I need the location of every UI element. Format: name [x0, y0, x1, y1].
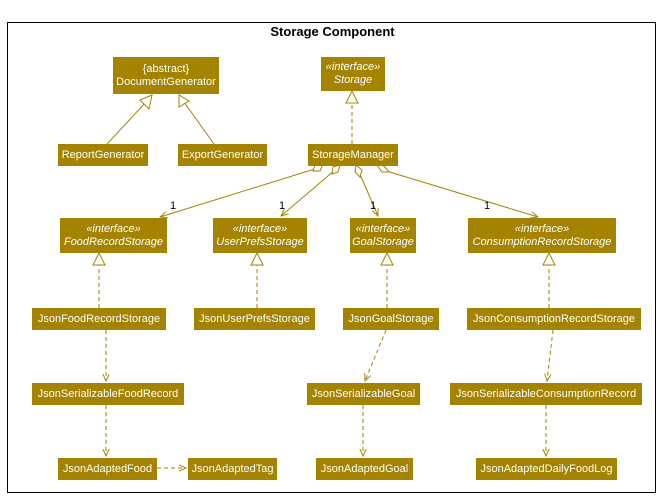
edge-manager-goal: [358, 171, 378, 216]
stereotype: «interface»: [514, 222, 570, 235]
edge-export-extends-document: [183, 101, 215, 145]
stereotype: «interface»: [86, 222, 141, 235]
class-name: JsonConsumptionRecordStorage: [472, 312, 636, 325]
aggregation-diamond-goal: [354, 164, 363, 178]
class-report-generator[interactable]: ReportGenerator: [58, 144, 148, 166]
edge-manager-foodrecord: [160, 167, 319, 217]
class-name: StorageManager: [312, 148, 394, 161]
class-json-serializable-food-record[interactable]: JsonSerializableFoodRecord: [32, 383, 184, 405]
edge-manager-userprefs: [281, 169, 336, 216]
multiplicity-consumption: 1: [484, 200, 490, 212]
class-name: JsonAdaptedDailyFoodLog: [480, 462, 613, 475]
class-json-adapted-daily-food-log[interactable]: JsonAdaptedDailyFoodLog: [476, 458, 617, 480]
class-name: ReportGenerator: [61, 148, 145, 161]
hollow-triangle-document-right: [178, 94, 190, 108]
class-json-adapted-goal[interactable]: JsonAdaptedGoal: [316, 458, 413, 480]
edge-report-extends-document: [106, 101, 147, 145]
stereotype: «interface»: [232, 222, 288, 235]
aggregation-diamond-userprefs: [331, 164, 341, 175]
interface-storage[interactable]: «interface» Storage: [321, 57, 385, 91]
interface-name: Storage: [333, 74, 373, 86]
class-json-food-record-storage[interactable]: JsonFoodRecordStorage: [32, 308, 166, 330]
dep-jsongoalstorage-serializable: [365, 329, 387, 381]
class-name: JsonSerializableConsumptionRecord: [455, 387, 637, 400]
class-name: DocumentGenerator: [116, 75, 216, 88]
class-name: JsonGoalStorage: [348, 312, 434, 325]
multiplicity-userprefs: 1: [279, 200, 285, 212]
class-name: ExportGenerator: [181, 148, 264, 161]
class-name: JsonSerializableGoal: [311, 387, 416, 400]
class-name: JsonSerializableFoodRecord: [37, 387, 179, 400]
interface-name: FoodRecordStorage: [63, 235, 164, 248]
interface-user-prefs-storage[interactable]: «interface» UserPrefsStorage: [213, 218, 307, 253]
interface-consumption-record-storage[interactable]: «interface» ConsumptionRecordStorage: [468, 218, 616, 253]
class-name: JsonUserPrefsStorage: [199, 312, 310, 325]
abstract-label: {abstract}: [142, 62, 190, 75]
diagram-frame: [7, 22, 656, 493]
class-json-consumption-record-storage[interactable]: JsonConsumptionRecordStorage: [467, 308, 641, 330]
dep-jsonconsumption-serializable: [547, 329, 554, 381]
stereotype: «interface»: [325, 61, 381, 73]
hollow-triangle-document-left: [139, 94, 153, 111]
hollow-triangle-consumption: [542, 251, 556, 266]
edge-manager-consumption: [382, 169, 538, 217]
hollow-triangle-userprefs: [250, 251, 264, 266]
class-name: JsonFoodRecordStorage: [37, 312, 161, 325]
hollow-triangle-goal: [380, 251, 394, 266]
class-json-adapted-tag[interactable]: JsonAdaptedTag: [188, 458, 277, 480]
class-json-serializable-goal[interactable]: JsonSerializableGoal: [307, 383, 420, 405]
class-export-generator[interactable]: ExportGenerator: [178, 144, 267, 166]
class-json-serializable-consumption-record[interactable]: JsonSerializableConsumptionRecord: [450, 383, 642, 405]
multiplicity-foodrecord: 1: [170, 200, 176, 212]
class-json-goal-storage[interactable]: JsonGoalStorage: [343, 308, 439, 330]
diagram-title: Storage Component: [270, 24, 395, 39]
class-json-user-prefs-storage[interactable]: JsonUserPrefsStorage: [194, 308, 315, 330]
class-name: JsonAdaptedTag: [191, 462, 274, 475]
interface-goal-storage[interactable]: «interface» GoalStorage: [350, 218, 416, 253]
stereotype: «interface»: [355, 222, 411, 235]
class-name: JsonAdaptedGoal: [320, 462, 409, 475]
interface-name: UserPrefsStorage: [216, 235, 304, 248]
hollow-triangle-storage: [345, 89, 359, 104]
hollow-triangle-foodrecord: [92, 251, 106, 266]
class-json-adapted-food[interactable]: JsonAdaptedFood: [58, 458, 157, 480]
class-storage-manager[interactable]: StorageManager: [308, 144, 398, 166]
interface-name: GoalStorage: [352, 235, 414, 248]
class-name: JsonAdaptedFood: [62, 462, 153, 475]
aggregation-diamond-consumption: [375, 164, 391, 173]
multiplicity-goal: 1: [370, 200, 376, 212]
class-document-generator[interactable]: {abstract} DocumentGenerator: [113, 57, 219, 94]
interface-name: ConsumptionRecordStorage: [472, 235, 612, 248]
interface-food-record-storage[interactable]: «interface» FoodRecordStorage: [60, 218, 167, 253]
